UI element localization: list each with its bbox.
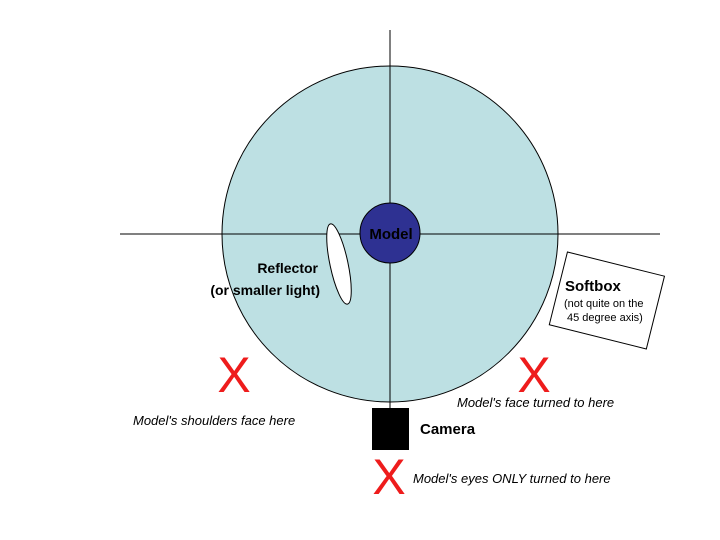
face-annotation: Model's face turned to here — [457, 395, 614, 410]
softbox-label: Softbox — [565, 278, 621, 295]
shoulders-x-mark: X — [217, 347, 250, 403]
camera-label: Camera — [420, 421, 476, 438]
model-circle — [359, 202, 421, 264]
face-x-mark: X — [517, 347, 550, 403]
shoulders-annotation: Model's shoulders face here — [133, 413, 295, 428]
softbox-shape — [548, 251, 666, 350]
camera-shape — [372, 408, 409, 450]
reflector-shape — [326, 223, 352, 305]
eyes-x-mark: X — [372, 449, 405, 505]
softbox-sublabel-line1: (not quite on the — [564, 298, 644, 310]
reflector-label: Reflector — [257, 260, 318, 276]
eyes-annotation: Model's eyes ONLY turned to here — [413, 471, 611, 486]
reflector-sublabel: (or smaller light) — [210, 282, 320, 298]
softbox-sublabel-line2: 45 degree axis) — [567, 312, 643, 324]
model-label: Model — [369, 226, 412, 243]
